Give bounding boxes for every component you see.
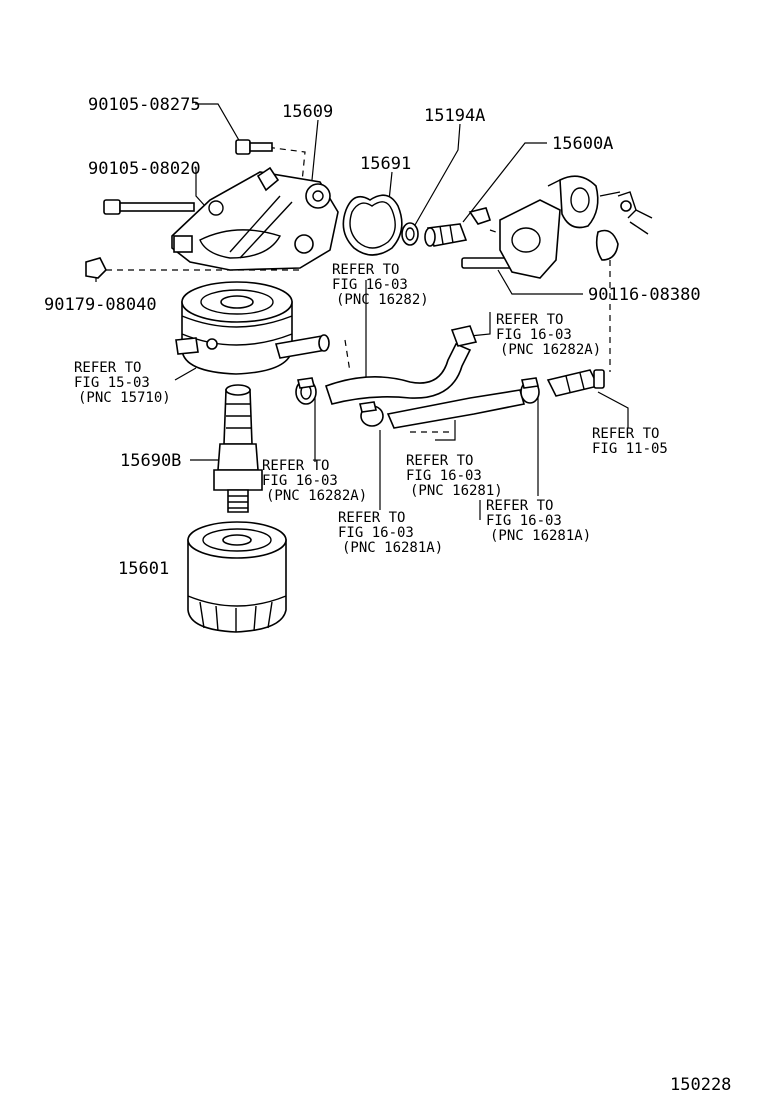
ref-16282A-low-line1: REFER TO — [262, 458, 329, 474]
ref-16281A-right-line1: REFER TO — [486, 498, 553, 514]
ref-16281A-left-line3: (PNC 16281A) — [342, 540, 443, 556]
oil-filter-15601 — [187, 521, 287, 633]
clamps — [295, 377, 540, 427]
ref-16282A-low-line2: FIG 16-03 — [262, 473, 338, 489]
ref-16281-line1: REFER TO — [406, 453, 473, 469]
engine-housing — [499, 175, 653, 279]
ref-15710-line1: REFER TO — [74, 360, 141, 376]
label-15601: 15601 — [118, 559, 169, 579]
ref-16282-line3: (PNC 16282) — [336, 292, 429, 308]
plug-90179-08040 — [85, 257, 107, 279]
ref-16282-line2: FIG 16-03 — [332, 277, 408, 293]
label-15609: 15609 — [282, 102, 333, 122]
ref-16282A-top-line3: (PNC 16282A) — [500, 342, 601, 358]
ref-16281-line2: FIG 16-03 — [406, 468, 482, 484]
ref-16281A-right-line3: (PNC 16281A) — [490, 528, 591, 544]
label-15600A: 15600A — [552, 134, 613, 154]
bolt-90105-08275 — [235, 139, 273, 155]
pipe-15600A — [424, 207, 492, 247]
label-90105-08275: 90105-08275 — [88, 95, 201, 115]
ref-16282A-top-line1: REFER TO — [496, 312, 563, 328]
label-90179-08040: 90179-08040 — [44, 295, 157, 315]
gasket-15691 — [342, 194, 403, 256]
oil-cooler — [175, 281, 330, 375]
ref-15710-line2: FIG 15-03 — [74, 375, 150, 391]
bracket-15609 — [171, 166, 339, 271]
ref-15710-line3: (PNC 15710) — [78, 390, 171, 406]
label-15690B: 15690B — [120, 451, 181, 471]
ref-16282A-top-line2: FIG 16-03 — [496, 327, 572, 343]
ref-16282-line1: REFER TO — [332, 262, 399, 278]
union-bolt-15690B — [213, 384, 263, 513]
label-15194A: 15194A — [424, 106, 485, 126]
label-15691: 15691 — [360, 154, 411, 174]
hose-fitting-fig-11-05 — [546, 369, 605, 397]
hose-16282 — [324, 325, 478, 405]
label-90105-08020: 90105-08020 — [88, 159, 201, 179]
oring-15194A — [401, 222, 419, 246]
ref-16281A-left-line1: REFER TO — [338, 510, 405, 526]
part-number-labels: 90105-08275 90105-08020 90179-08040 9011… — [44, 95, 701, 579]
ref-11-05-line2: FIG 11-05 — [592, 441, 668, 457]
label-90116-08380: 90116-08380 — [588, 285, 701, 305]
ref-16281A-right-line2: FIG 16-03 — [486, 513, 562, 529]
bolt-90105-08020 — [103, 199, 195, 215]
ref-16282A-low-line3: (PNC 16282A) — [266, 488, 367, 504]
ref-11-05-line1: REFER TO — [592, 426, 659, 442]
reference-labels: REFER TO FIG 16-03 (PNC 16282) REFER TO … — [74, 262, 668, 556]
hose-16281 — [386, 389, 526, 429]
figure-number: 150228 — [670, 1075, 731, 1095]
ref-16281A-left-line2: FIG 16-03 — [338, 525, 414, 541]
ref-16281-line3: (PNC 16281) — [410, 483, 503, 499]
